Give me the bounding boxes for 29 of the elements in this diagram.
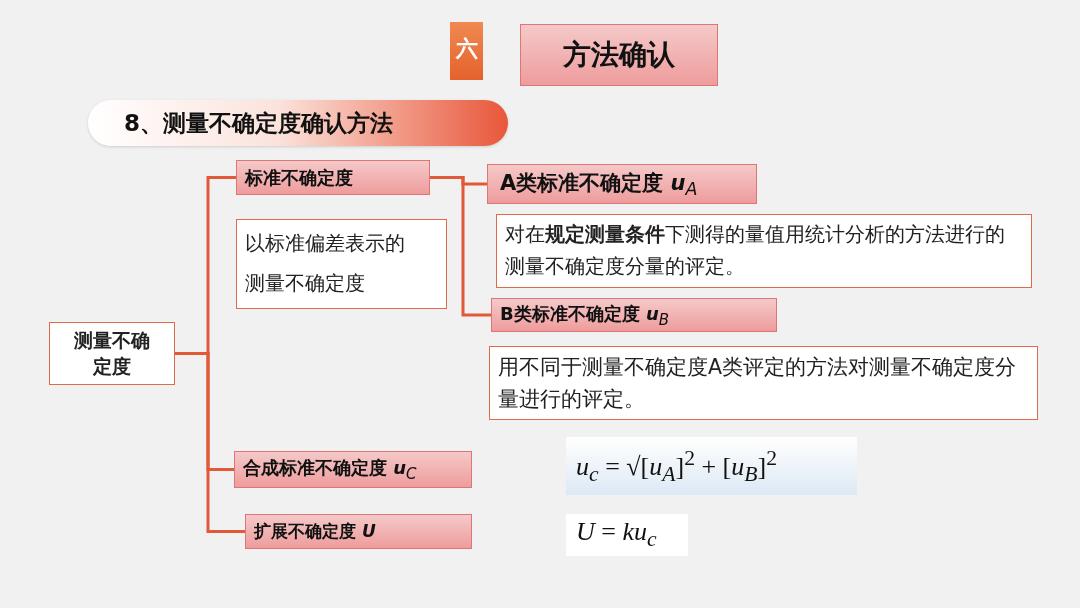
category-box <box>245 514 472 549</box>
node-label: 标准不确定度 <box>245 165 353 190</box>
formula-text: U = ku$_{c}$ <box>576 517 657 553</box>
node-label: 8、测量不确定度确认方法 <box>124 108 393 138</box>
node-label: 方法确认 <box>563 37 675 73</box>
bracket-connector <box>175 352 245 533</box>
subheading-banner <box>88 100 508 146</box>
definition-box <box>236 219 447 309</box>
bracket-connector <box>430 176 491 317</box>
node-label: 以标准偏差表示的测量不确定度 <box>245 231 406 297</box>
section-badge <box>450 22 483 80</box>
node-label: 用不同于测量不确定度A类评定的方法对测量不确定度分量进行的评定。 <box>498 354 1018 413</box>
node-label: 合成标准不确定度 u$_{C}$ <box>243 456 417 483</box>
node-label: 扩展不确定度 U <box>254 520 376 543</box>
root-box <box>49 322 175 385</box>
node-label: B类标准不确定度 u$_{B}$ <box>500 301 670 329</box>
formula-text: u$_{c}$ = √[u$_{A}$]$^{2}$ + [u$_{B}$]$^{2}$ <box>576 445 777 487</box>
formula-box <box>566 437 857 495</box>
category-box <box>236 160 430 195</box>
definition-box <box>489 346 1038 420</box>
category-box <box>491 298 777 332</box>
node-label: 对在规定测量条件下测得的量值用统计分析的方法进行的测量不确定度分量的评定。 <box>505 222 1006 280</box>
node-label: A类标准不确定度 u$_{A}$ <box>500 169 698 200</box>
heading-box <box>520 24 718 86</box>
definition-box <box>496 214 1032 288</box>
category-box <box>234 451 472 488</box>
node-label: 测量不确定度 <box>73 327 151 379</box>
node-label: 六 <box>455 35 478 63</box>
category-box <box>487 164 757 204</box>
